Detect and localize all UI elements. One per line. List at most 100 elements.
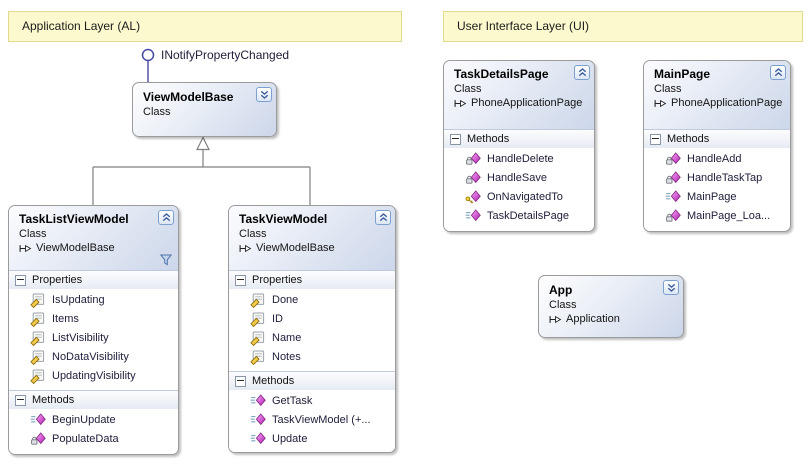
member-row[interactable]: TaskDetailsPage (444, 207, 594, 226)
inherits-arrow-icon (549, 315, 562, 324)
inherits-row: ViewModelBase (19, 242, 168, 254)
member-row[interactable]: MainPage_Loa... (644, 207, 790, 226)
methods-section-header[interactable]: Methods (229, 371, 395, 390)
collapse-button[interactable] (158, 210, 174, 225)
section-label: Methods (667, 133, 710, 145)
method-private-icon (30, 431, 46, 447)
class-name: ViewModelBase (143, 90, 234, 104)
member-row[interactable]: PopulateData (9, 430, 178, 449)
property-icon (30, 349, 46, 365)
filter-funnel-icon[interactable] (160, 254, 172, 266)
minus-expander-icon[interactable] (235, 375, 246, 387)
method-public-icon (250, 412, 266, 428)
chevron-double-up-icon (577, 67, 588, 78)
member-row[interactable]: TaskViewModel (+... (229, 411, 395, 430)
class-header: TaskListViewModel Class ViewModelBase (9, 206, 178, 270)
expand-button[interactable] (663, 280, 679, 295)
minus-expander-icon[interactable] (15, 394, 26, 406)
method-public-icon (30, 412, 46, 428)
class-name: TaskViewModel (239, 212, 328, 226)
member-label: OnNavigatedTo (487, 191, 563, 203)
member-row[interactable]: HandleTaskTap (644, 169, 790, 188)
class-box-viewmodelbase[interactable]: ViewModelBase Class (132, 82, 277, 137)
minus-expander-icon[interactable] (15, 274, 26, 286)
section-label: Methods (32, 394, 75, 406)
methods-section-header[interactable]: Methods (444, 129, 594, 148)
member-row[interactable]: HandleAdd (644, 150, 790, 169)
properties-section-header[interactable]: Properties (229, 270, 395, 289)
member-row[interactable]: HandleDelete (444, 150, 594, 169)
expand-button[interactable] (256, 87, 272, 102)
chevron-double-up-icon (773, 67, 784, 78)
method-private-icon (665, 151, 681, 167)
member-row[interactable]: ID (229, 310, 395, 329)
member-row[interactable]: BeginUpdate (9, 411, 178, 430)
class-kind: Class (239, 228, 267, 240)
section-label: Methods (252, 375, 295, 387)
member-label: Done (272, 294, 299, 306)
member-row[interactable]: Update (229, 430, 395, 449)
section-label: Properties (32, 274, 83, 286)
member-row[interactable]: HandleSave (444, 169, 594, 188)
member-label: IsUpdating (52, 294, 105, 306)
member-label: BeginUpdate (52, 414, 116, 426)
inherits-arrow-icon (239, 244, 252, 253)
member-row[interactable]: GetTask (229, 392, 395, 411)
method-public-icon (665, 189, 681, 205)
member-label: NoDataVisibility (52, 351, 129, 363)
collapse-button[interactable] (375, 210, 391, 225)
method-private-icon (665, 208, 681, 224)
class-kind: Class (143, 106, 171, 118)
collapse-button[interactable] (770, 65, 786, 80)
member-label: ID (272, 313, 283, 325)
member-label: GetTask (272, 395, 313, 407)
method-private-icon (665, 170, 681, 186)
inherits-label: ViewModelBase (36, 242, 115, 254)
method-public-icon (465, 208, 481, 224)
class-box-mainpage[interactable]: MainPage Class PhoneApplicationPage Meth… (643, 60, 791, 232)
method-private-icon (465, 151, 481, 167)
properties-section-header[interactable]: Properties (9, 270, 178, 289)
inherits-label: Application (566, 313, 620, 325)
member-label: Name (272, 332, 302, 344)
class-box-taskdetailspage[interactable]: TaskDetailsPage Class PhoneApplicationPa… (443, 60, 595, 232)
methods-section-header[interactable]: Methods (9, 390, 178, 409)
member-row[interactable]: ListVisibility (9, 329, 178, 348)
member-row[interactable]: Done (229, 291, 395, 310)
member-row[interactable]: OnNavigatedTo (444, 188, 594, 207)
member-row[interactable]: Name (229, 329, 395, 348)
inherits-label: ViewModelBase (256, 242, 335, 254)
minus-expander-icon[interactable] (650, 133, 661, 145)
class-name: TaskListViewModel (19, 212, 129, 226)
member-row[interactable]: Notes (229, 348, 395, 367)
member-label: ListVisibility (52, 332, 109, 344)
member-row[interactable]: NoDataVisibility (9, 348, 178, 367)
interface-lollipop-icon (141, 48, 155, 62)
minus-expander-icon[interactable] (235, 274, 246, 286)
inherits-arrow-icon (454, 99, 467, 108)
inherits-arrow-icon (654, 99, 667, 108)
member-row[interactable]: MainPage (644, 188, 790, 207)
chevron-double-up-icon (378, 212, 389, 223)
minus-expander-icon[interactable] (450, 133, 461, 145)
methods-list: BeginUpdate PopulateData (9, 409, 178, 453)
inherits-row: ViewModelBase (239, 242, 385, 254)
collapse-button[interactable] (574, 65, 590, 80)
member-row[interactable]: Items (9, 310, 178, 329)
property-icon (250, 349, 266, 365)
member-row[interactable]: UpdatingVisibility (9, 367, 178, 386)
class-box-app[interactable]: App Class Application (538, 275, 684, 338)
methods-section-header[interactable]: Methods (644, 129, 790, 148)
class-header: MainPage Class PhoneApplicationPage (644, 61, 790, 129)
class-box-tasklistviewmodel[interactable]: TaskListViewModel Class ViewModelBase Pr… (8, 205, 179, 455)
property-icon (250, 330, 266, 346)
member-label: PopulateData (52, 433, 119, 445)
layer-header-application[interactable]: Application Layer (AL) (8, 11, 402, 42)
layer-header-ui[interactable]: User Interface Layer (UI) (443, 11, 803, 42)
class-box-taskviewmodel[interactable]: TaskViewModel Class ViewModelBase Proper… (228, 205, 396, 453)
class-kind: Class (454, 83, 482, 95)
member-label: TaskDetailsPage (487, 210, 569, 222)
inherits-label: PhoneApplicationPage (671, 97, 783, 109)
member-row[interactable]: IsUpdating (9, 291, 178, 310)
